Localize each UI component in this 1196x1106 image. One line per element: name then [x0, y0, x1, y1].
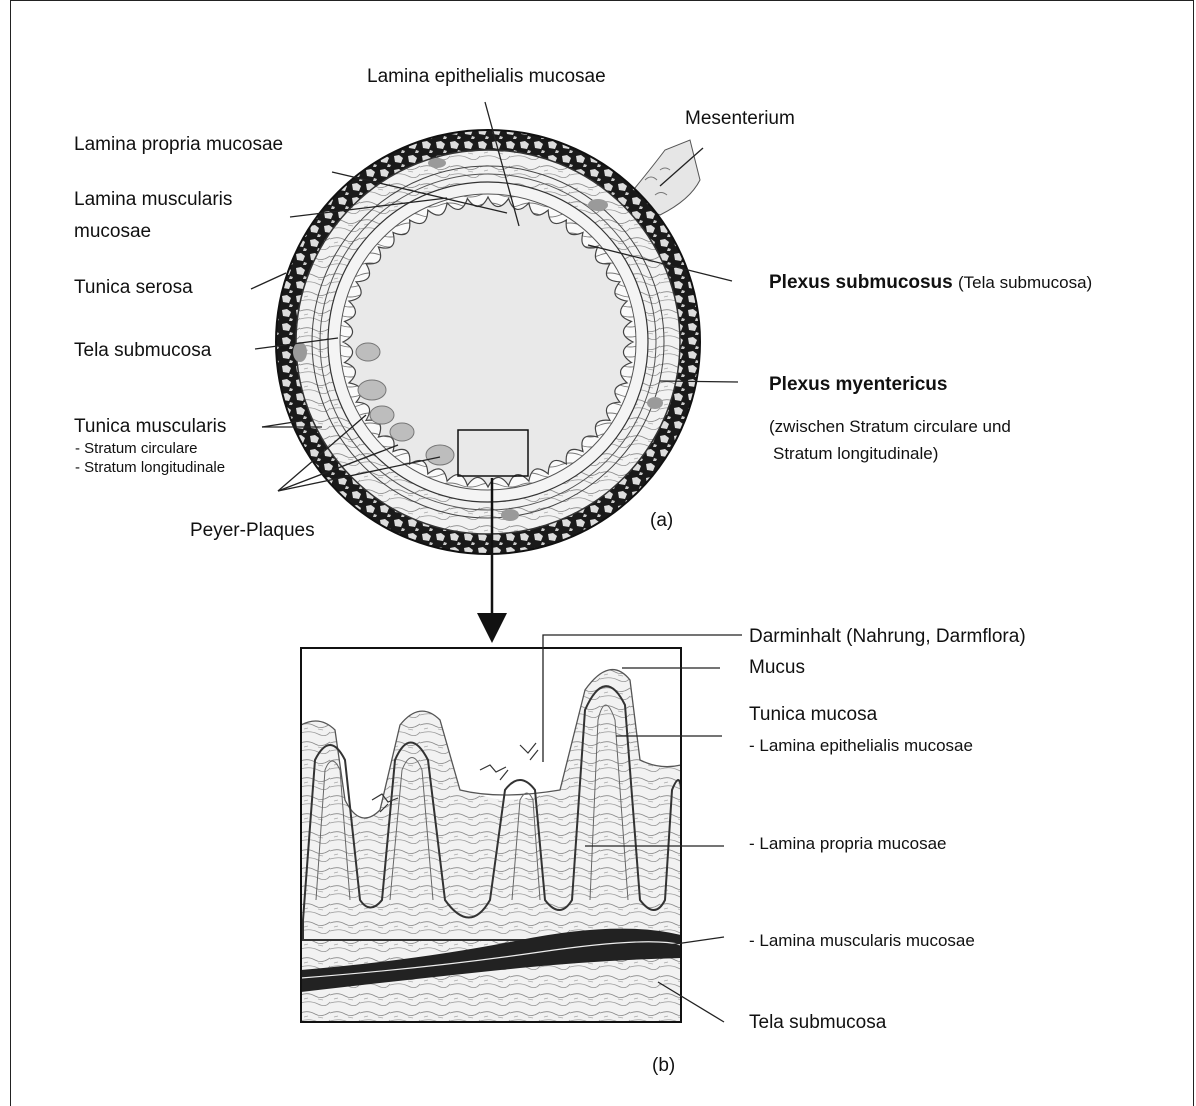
label-lamina-muscularis-a-1: Lamina muscularis [74, 189, 232, 211]
label-tunica-muscularis: Tunica muscularis [74, 416, 226, 438]
label-tela-submucosa-a: Tela submucosa [74, 340, 211, 362]
label-lamina-epithelialis-a: Lamina epithelialis mucosae [367, 66, 606, 88]
label-tunica-mucosa: Tunica mucosa [749, 704, 877, 726]
label-peyer-plaques: Peyer-Plaques [190, 520, 315, 542]
label-plexus-myentericus: Plexus myentericus [769, 374, 947, 396]
label-darminhalt: Darminhalt (Nahrung, Darmflora) [749, 626, 1026, 648]
label-mesenterium: Mesenterium [685, 108, 795, 130]
label-plexus-myentericus-note-1: (zwischen Stratum circulare und [769, 416, 1011, 438]
panel-label-b: (b) [652, 1055, 675, 1077]
label-lamina-epithelialis-b: - Lamina epithelialis mucosae [749, 735, 973, 757]
plexus-submucosus-title: Plexus submucosus [769, 272, 953, 293]
label-tela-submucosa-b: Tela submucosa [749, 1012, 886, 1034]
label-lamina-muscularis-b: - Lamina muscularis mucosae [749, 930, 975, 952]
label-stratum-circulare: - Stratum circulare [75, 440, 198, 458]
label-lamina-propria-a: Lamina propria mucosae [74, 134, 283, 156]
label-plexus-myentericus-note-2: Stratum longitudinale) [773, 443, 938, 465]
label-lamina-propria-b: - Lamina propria mucosae [749, 833, 946, 855]
cross-section-a [276, 130, 700, 554]
plexus-submucosus-note: (Tela submucosa) [958, 273, 1092, 292]
label-lamina-muscularis-a-2: mucosae [74, 221, 151, 243]
label-stratum-longitudinale: - Stratum longitudinale [75, 459, 225, 477]
label-plexus-submucosus: Plexus submucosus (Tela submucosa) [769, 272, 1092, 294]
panel-label-a: (a) [650, 510, 673, 532]
label-tunica-serosa: Tunica serosa [74, 277, 193, 299]
label-mucus: Mucus [749, 657, 805, 679]
magnified-villi-b [301, 648, 681, 1022]
